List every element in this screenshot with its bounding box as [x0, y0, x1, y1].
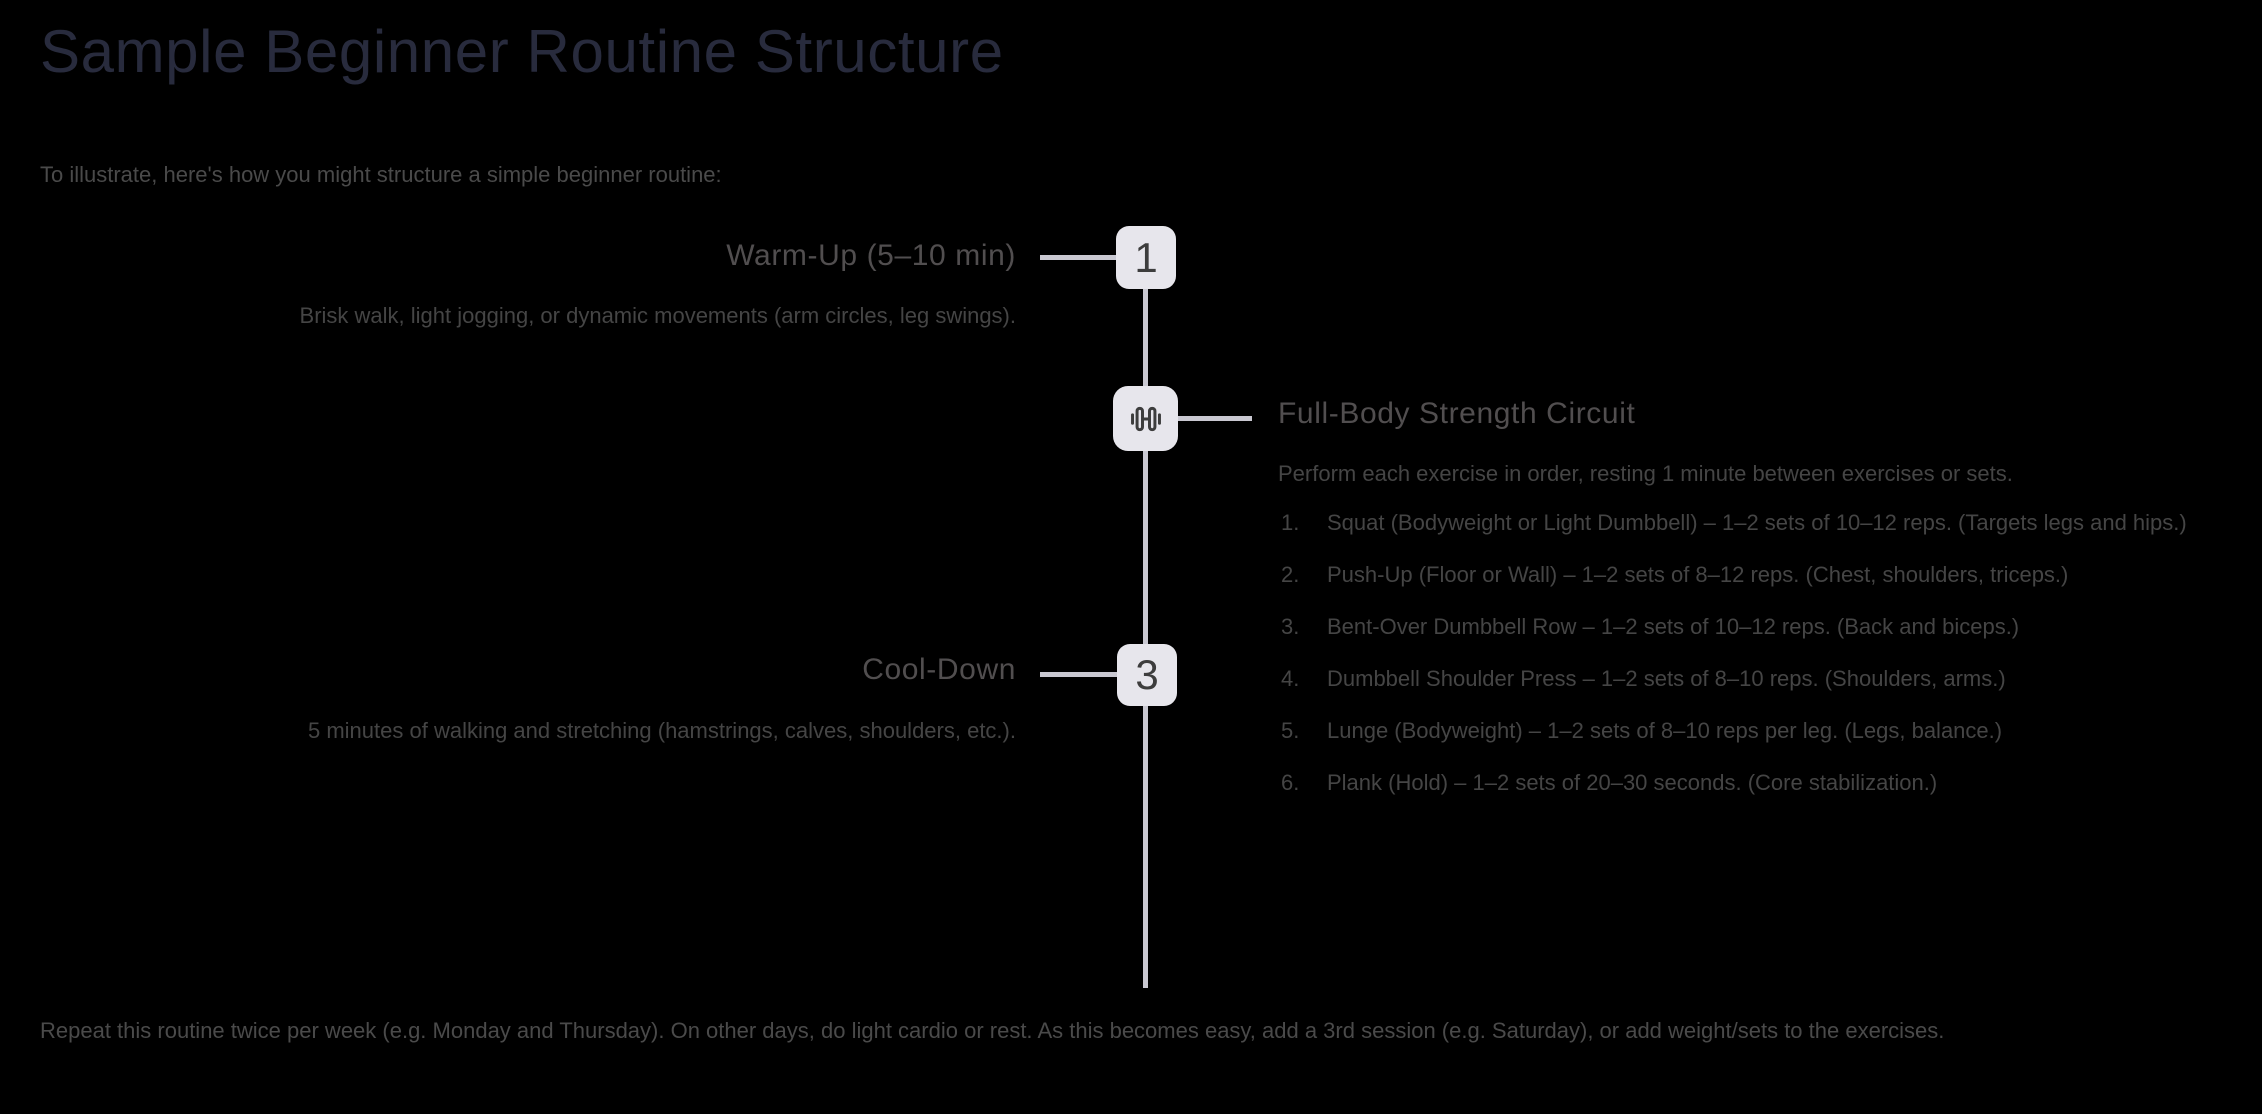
exercise-text: Dumbbell Shoulder Press – 1–2 sets of 8–…: [1327, 666, 2006, 691]
exercise-number: 1.: [1281, 510, 1300, 535]
step-warmup-title: Warm-Up (5–10 min): [726, 239, 1016, 272]
timeline-node-2: [1113, 386, 1178, 451]
exercise-list: 1. Squat (Bodyweight or Light Dumbbell) …: [1281, 501, 2241, 813]
node-3-label: 3: [1135, 651, 1159, 698]
exercise-number: 4.: [1281, 666, 1300, 691]
page-title: Sample Beginner Routine Structure: [40, 18, 1004, 85]
exercise-item: 3. Bent-Over Dumbbell Row – 1–2 sets of …: [1281, 605, 2241, 648]
footer-note: Repeat this routine twice per week (e.g.…: [40, 1018, 1945, 1043]
connector-strength: [1177, 416, 1252, 421]
connector-warmup: [1040, 255, 1117, 260]
step-warmup-description: Brisk walk, light jogging, or dynamic mo…: [299, 303, 1016, 328]
step-strength-description: Perform each exercise in order, resting …: [1278, 461, 2013, 486]
exercise-item: 4. Dumbbell Shoulder Press – 1–2 sets of…: [1281, 657, 2241, 700]
dumbbell-icon: [1125, 398, 1167, 440]
exercise-text: Bent-Over Dumbbell Row – 1–2 sets of 10–…: [1327, 614, 2020, 639]
exercise-text: Plank (Hold) – 1–2 sets of 20–30 seconds…: [1327, 770, 1938, 795]
exercise-number: 5.: [1281, 718, 1300, 743]
timeline-node-3: 3: [1117, 644, 1177, 706]
exercise-item: 2. Push-Up (Floor or Wall) – 1–2 sets of…: [1281, 553, 2241, 596]
exercise-text: Squat (Bodyweight or Light Dumbbell) – 1…: [1327, 510, 2187, 535]
exercise-text: Lunge (Bodyweight) – 1–2 sets of 8–10 re…: [1327, 718, 2003, 743]
step-strength-title: Full-Body Strength Circuit: [1278, 397, 1636, 430]
step-cooldown-description: 5 minutes of walking and stretching (ham…: [308, 718, 1016, 743]
timeline-spine: [1143, 257, 1148, 988]
exercise-number: 6.: [1281, 770, 1300, 795]
connector-cooldown: [1040, 672, 1117, 677]
exercise-item: 5. Lunge (Bodyweight) – 1–2 sets of 8–10…: [1281, 709, 2241, 752]
exercise-number: 3.: [1281, 614, 1300, 639]
exercise-text: Push-Up (Floor or Wall) – 1–2 sets of 8–…: [1327, 562, 2069, 587]
timeline-node-1: 1: [1116, 226, 1176, 289]
exercise-item: 1. Squat (Bodyweight or Light Dumbbell) …: [1281, 501, 2241, 544]
exercise-item: 6. Plank (Hold) – 1–2 sets of 20–30 seco…: [1281, 761, 2241, 804]
exercise-number: 2.: [1281, 562, 1300, 587]
intro-text: To illustrate, here's how you might stru…: [40, 162, 722, 187]
node-1-label: 1: [1134, 233, 1158, 281]
step-cooldown-title: Cool-Down: [862, 653, 1016, 686]
